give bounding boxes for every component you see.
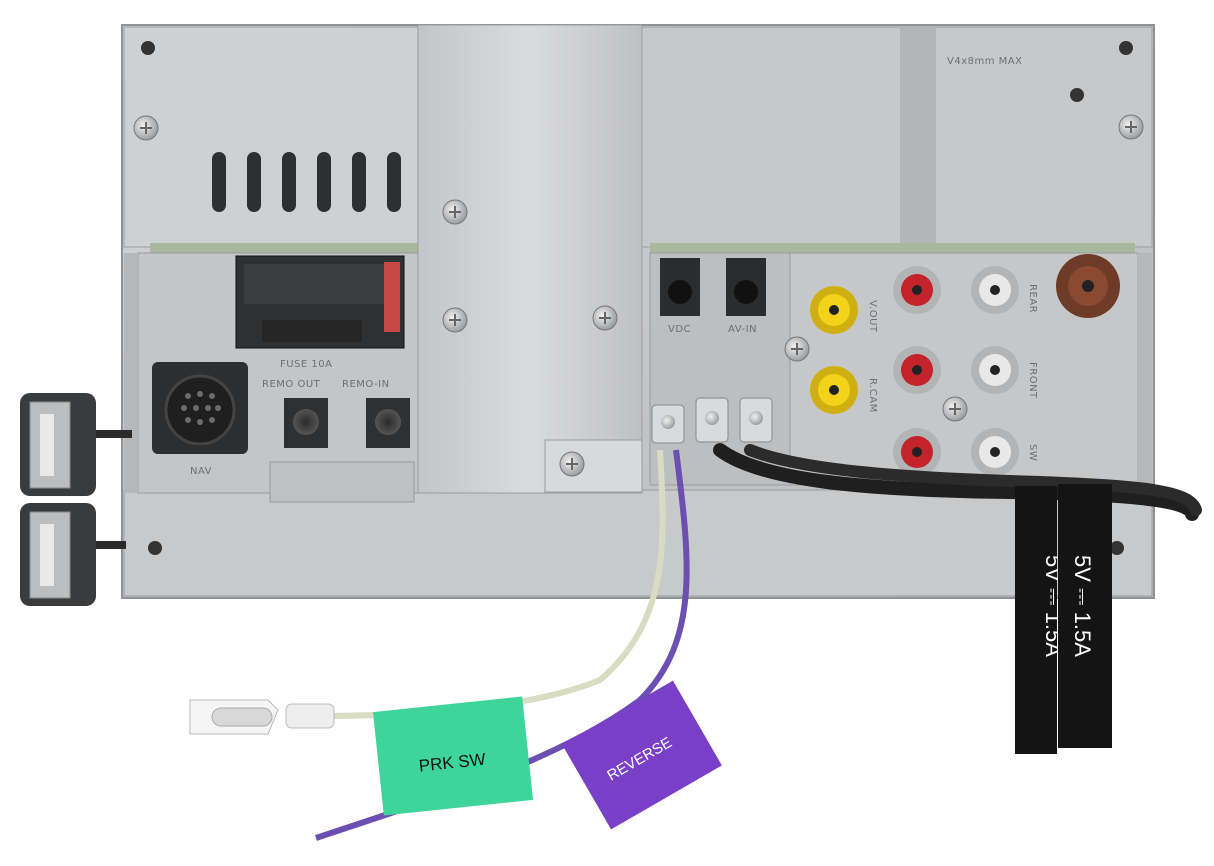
rca-front-left	[893, 346, 941, 394]
r-cam-label: R.CAM	[867, 378, 878, 413]
usb-cables-right	[713, 443, 1202, 521]
vent-slots	[212, 152, 401, 212]
usb-rating-tag-right: 5V ⎓ 1.5A	[1058, 484, 1112, 748]
ground-terminals	[651, 397, 773, 444]
screw-icon	[442, 307, 468, 333]
v-out-label: V.OUT	[867, 300, 878, 333]
nav-connector	[152, 362, 248, 454]
screw-icon	[784, 336, 810, 362]
remo-in-label: REMO-IN	[342, 379, 390, 390]
remo-out-jack	[284, 398, 328, 448]
rca-rear-cam	[810, 366, 858, 414]
nav-label: NAV	[190, 466, 212, 477]
vdc-jack	[660, 258, 700, 316]
reverse-wire-tag: REVERSE	[562, 680, 722, 830]
remo-out-label: REMO OUT	[262, 379, 321, 390]
usb-connector-upper	[20, 393, 132, 496]
av-in-label: AV-IN	[728, 324, 757, 335]
rca-sub-left	[893, 428, 941, 476]
rca-rear-right	[971, 266, 1019, 314]
main-harness-connector	[235, 255, 405, 349]
front-label: FRONT	[1027, 362, 1038, 399]
screw-icon	[559, 451, 585, 477]
fuse-label: FUSE 10A	[280, 359, 332, 370]
screw-icon	[133, 115, 159, 141]
vdc-label: VDC	[668, 324, 691, 335]
usb-rating-text: 5V ⎓ 1.5A	[1070, 555, 1095, 657]
rear-label: REAR	[1027, 284, 1038, 313]
top-model-mark: V4x8mm MAX	[947, 56, 1022, 67]
screw-icon	[942, 396, 968, 422]
screw-icon	[1118, 114, 1144, 140]
usb-connector-lower	[20, 503, 126, 606]
screw-icon	[592, 305, 618, 331]
screw-icon	[442, 199, 468, 225]
rca-jacks	[810, 254, 1120, 476]
rca-sub-right	[971, 428, 1019, 476]
antenna-jack	[1056, 254, 1120, 318]
remo-in-jack	[366, 398, 410, 448]
chassis	[121, 24, 1155, 599]
rca-front-right	[971, 346, 1019, 394]
rca-video-out	[810, 286, 858, 334]
rca-rear-left	[893, 266, 941, 314]
sw-label: SW	[1027, 444, 1038, 461]
prk-sw-wire-tag: PRK SW	[372, 696, 534, 816]
av-in-jack	[726, 258, 766, 316]
screws	[133, 41, 1144, 555]
